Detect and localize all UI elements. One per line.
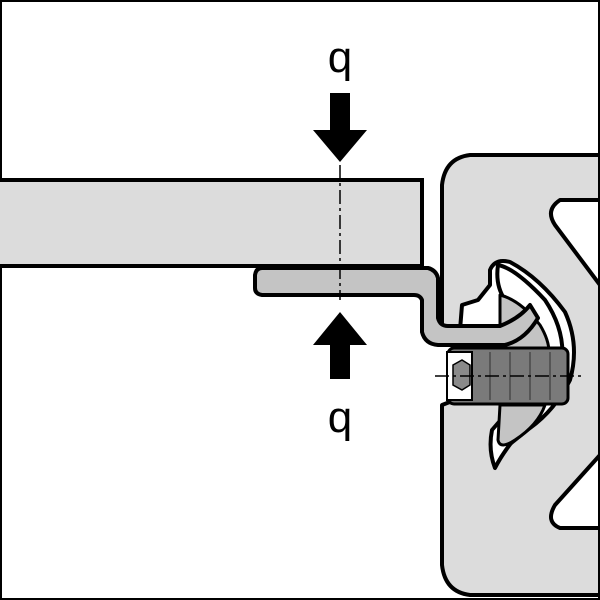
slot-nut-lower: [496, 403, 547, 447]
horizontal-plate: [0, 178, 424, 268]
profile-lower-cavity: [549, 453, 600, 530]
top-force-label: q: [328, 33, 352, 82]
bottom-force-arrow: [313, 312, 367, 379]
top-force-arrow: [313, 93, 367, 162]
profile-upper-cavity: [549, 198, 600, 287]
bottom-force-label: q: [328, 393, 352, 442]
clamp-bracket: [253, 266, 540, 347]
